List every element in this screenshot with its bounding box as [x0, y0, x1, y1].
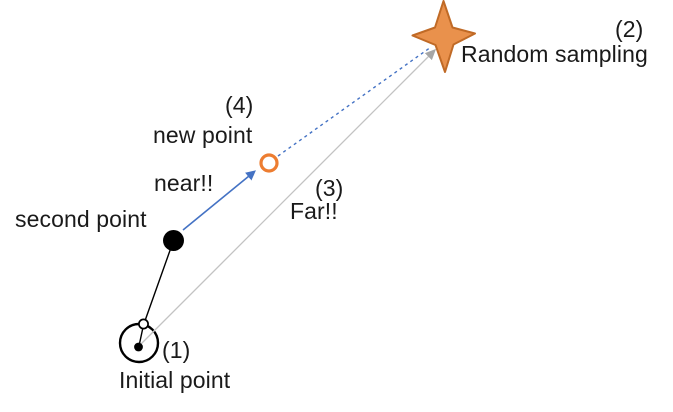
far-distance-arrow — [140, 48, 437, 345]
far-label: Far!! — [290, 198, 338, 224]
initial-point-label: Initial point — [119, 367, 231, 393]
new-point-circle — [259, 153, 279, 173]
joint-node-circle — [138, 318, 149, 330]
new-point-label: new point — [153, 122, 253, 148]
step-2-number-label: (2) — [615, 16, 644, 42]
random-sample-star-icon — [411, 0, 476, 73]
initial-point-dot — [134, 342, 143, 352]
random-sampling-label: Random sampling — [461, 41, 648, 67]
near-label: near!! — [154, 170, 214, 196]
second-point-label: second point — [15, 206, 147, 232]
step-1-number-label: (1) — [162, 337, 191, 363]
sampling-direction-dashed-line — [277, 46, 432, 157]
step-3-number-label: (3) — [315, 175, 344, 201]
near-step-arrow — [182, 170, 256, 231]
step-4-number-label: (4) — [225, 92, 254, 118]
second-point-circle — [163, 230, 184, 251]
